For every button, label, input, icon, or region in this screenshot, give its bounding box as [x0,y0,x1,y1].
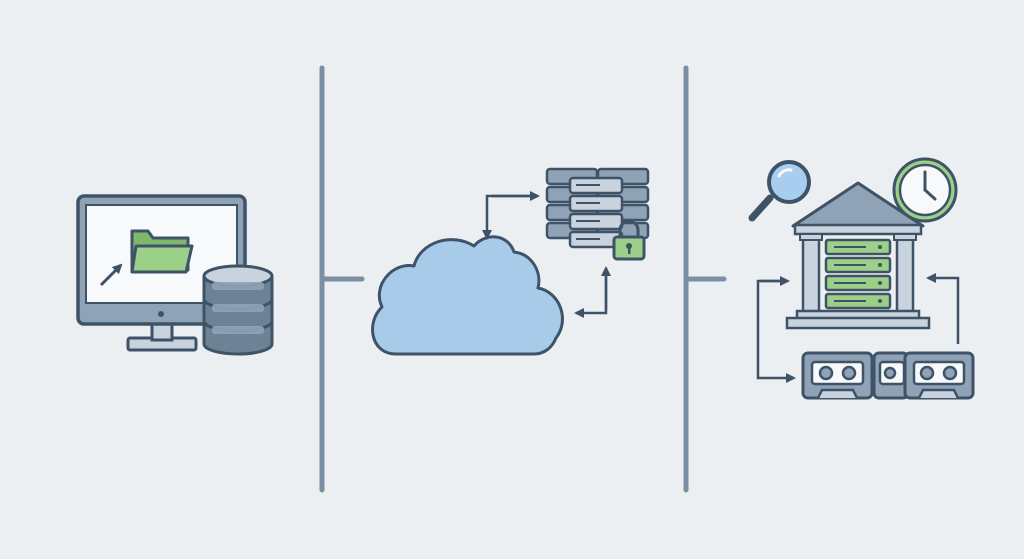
connector-arrow-icon [926,273,960,344]
magnifier-icon [748,160,811,222]
tape-cartridge-icon [801,351,874,400]
lock-icon [612,219,646,261]
tape-cartridge-icon [872,351,910,400]
tape-cartridge-icon [903,351,975,400]
connector-arrow-icon [482,191,540,240]
institution-icon [785,181,931,330]
arrow-icon [99,263,123,287]
cloud-icon [371,235,564,356]
server-rack-icon [545,167,650,249]
server-rack-icon [824,238,892,310]
folder-icon [130,229,194,274]
divider-right [683,65,727,493]
panel-cloud-storage [371,167,650,356]
panel-archive-storage [748,157,975,400]
panel-local-storage [76,194,274,356]
database-icon [202,264,274,356]
divider-left [319,65,365,493]
connector-arrow-icon [756,276,796,383]
clock-icon [892,157,958,223]
connector-arrow-icon [574,266,611,318]
